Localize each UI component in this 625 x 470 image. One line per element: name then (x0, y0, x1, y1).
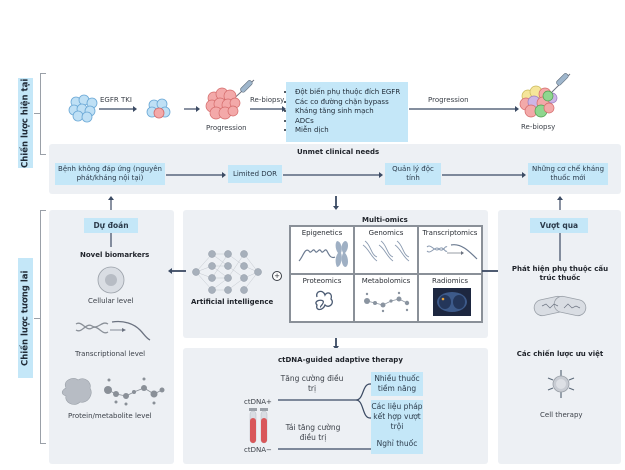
overcome-tag: Vượt qua (530, 218, 588, 233)
multiomics-title: Multi-omics (362, 216, 408, 224)
bracket-future-tick (34, 318, 40, 319)
predict-tag: Dự đoán (84, 218, 138, 233)
unmet-box-new-resistance: Những cơ chế kháng thuốc mới (528, 163, 608, 185)
drug-structure-title: Phát hiện phụ thuộc cấu trúc thuốc (511, 265, 609, 282)
therapy-item: Miễn dịch (295, 126, 400, 136)
ctdna-title: ctDNA-guided adaptive therapy (278, 356, 403, 364)
bracket-current-tick (34, 113, 40, 114)
arrow-progression (409, 106, 519, 112)
rebiopsy-label: Re-biopsy (521, 123, 556, 131)
dna-icon (362, 240, 410, 262)
omics-cell-radiomics: Radiomics (418, 274, 482, 322)
initial-tumor-cells-icon (68, 94, 98, 123)
plus-icon: + (272, 271, 282, 281)
progressed-tumor-icon (205, 79, 255, 120)
multiomics-grid: Epigenetics Genomics Transcriptomics Pro… (289, 225, 483, 323)
arrow-unmet-1 (166, 172, 226, 178)
therapy-item: Các co đường chặn bypass (295, 98, 400, 108)
predict-panel (49, 210, 174, 464)
novel-biomarkers-title: Novel biomarkers (80, 251, 150, 259)
cell-therapy-icon (547, 370, 575, 398)
cell-icon (97, 266, 125, 294)
predict-connector-line (110, 233, 112, 247)
ctdna-panel (183, 348, 488, 464)
rebiopsy-arrow-label: Re-biopsy (250, 96, 285, 104)
therapy-item: ADCs (295, 117, 400, 127)
current-therapies-box: Đột biến phụ thuộc đích EGFR Các co đườn… (286, 82, 408, 142)
omics-label: Radiomics (432, 277, 468, 285)
omics-cell-transcriptomics: Transcriptomics (418, 226, 482, 274)
omics-cell-genomics: Genomics (354, 226, 418, 274)
chromatin-chromosome-icon (298, 241, 348, 267)
outcome-drug-holiday: Nghỉ thuốc (371, 434, 423, 454)
omics-label: Proteomics (302, 277, 342, 285)
deescalate-label: Tái tăng cường điều trị (285, 423, 341, 442)
arrow-to-progression (184, 106, 200, 112)
unmet-box-toxicity: Quản lý độc tính (385, 163, 441, 185)
omics-label: Metabolomics (361, 277, 411, 285)
cell-therapy-label: Cell therapy (540, 411, 583, 419)
rna-transcription-icon (75, 320, 151, 341)
ai-label: Artificial intelligence (191, 298, 274, 306)
unmet-box-refractory: Bệnh không đáp ứng (nguyên phát/kháng nộ… (55, 163, 165, 185)
progression-label: Progression (206, 124, 247, 132)
outcome-superior-combos: Các liệu pháp kết hợp vượt trội (371, 400, 423, 434)
outcome-multiple-drugs: Nhiều thuốc tiềm năng (371, 372, 423, 396)
escalate-label: Tăng cường điều trị (280, 374, 344, 393)
heterogeneous-tumor-icon (519, 73, 571, 118)
protein-metabolite-level-label: Protein/metabolite level (68, 412, 152, 420)
therapy-item: Kháng tăng sinh mạch (295, 107, 400, 117)
omics-cell-metabolomics: Metabolomics (354, 274, 418, 322)
progression-arrow-label: Progression (428, 96, 469, 104)
transcription-icon (426, 244, 478, 260)
omics-label: Epigenetics (301, 229, 343, 237)
arrow-egfr-tki (99, 106, 137, 112)
drug-capsule-icon (533, 295, 587, 317)
protein-metabolite-icon (61, 377, 165, 406)
therapy-item: Đột biến phụ thuộc đích EGFR (295, 88, 400, 98)
protein-fold-icon (315, 290, 333, 311)
omics-label: Genomics (368, 229, 404, 237)
transcriptional-level-label: Transcriptional level (75, 350, 146, 358)
side-label-current: Chiến lược hiện tại (18, 78, 33, 168)
current-therapies-list: Đột biến phụ thuộc đích EGFR Các co đườn… (286, 88, 400, 136)
arrow-unmet-3 (442, 172, 526, 178)
blood-tubes-icon (249, 408, 268, 444)
ct-scan-icon (433, 288, 471, 316)
bracket-current (40, 73, 46, 155)
ctdna-pos-label: ctDNA+ (244, 398, 272, 406)
omics-cell-proteomics: Proteomics (290, 274, 354, 322)
cellular-level-label: Cellular level (88, 297, 134, 305)
egfr-tki-label: EGFR TKI (100, 96, 132, 104)
arrow-unmet-2 (283, 172, 383, 178)
side-label-future: Chiến lược tương lai (18, 258, 33, 378)
neural-network-icon (192, 250, 262, 294)
residual-cells-icon (146, 98, 171, 119)
bracket-future (40, 210, 46, 444)
superior-strategies-title: Các chiến lược ưu việt (516, 350, 604, 358)
overcome-connector-line (559, 233, 561, 261)
omics-cell-epigenetics: Epigenetics (290, 226, 354, 274)
metabolite-icon (364, 291, 410, 313)
ctdna-neg-label: ctDNA− (244, 446, 272, 454)
arrow-down-to-multiomics (333, 196, 339, 210)
omics-label: Transcriptomics (422, 229, 478, 237)
unmet-needs-title: Unmet clinical needs (297, 148, 380, 156)
unmet-box-limited-dor: Limited DOR (228, 165, 282, 183)
arrow-rebiopsy (250, 106, 286, 112)
arrow-to-biomarkers (168, 268, 186, 274)
